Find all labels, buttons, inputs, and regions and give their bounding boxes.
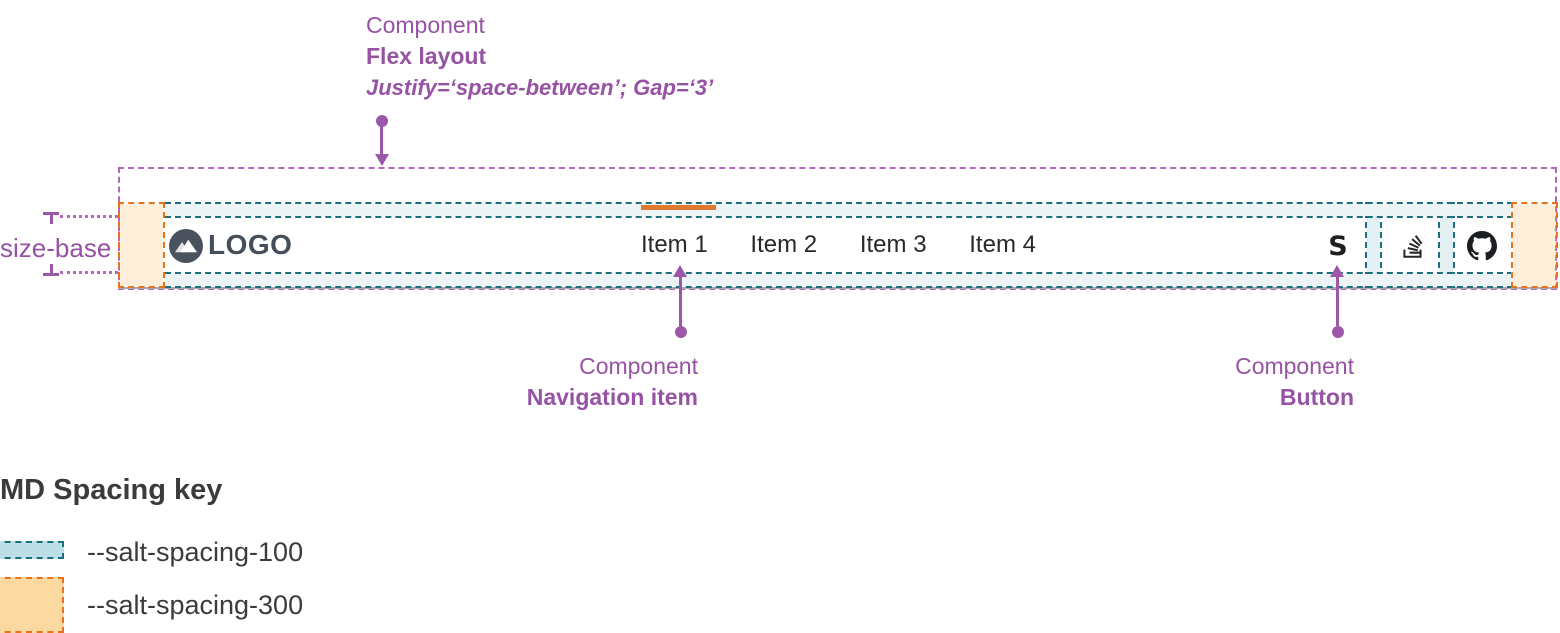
arrow-down-icon [375,154,389,166]
nav-item-2[interactable]: Item 2 [750,231,818,258]
stackoverflow-icon [1402,234,1422,258]
annotation-title: Navigation item [526,384,698,410]
stackoverflow-button[interactable] [1390,223,1436,269]
connector-line [679,276,682,326]
annotation-eyebrow: Component [579,353,698,379]
github-button[interactable] [1459,223,1505,269]
logo-text: LOGO [208,229,293,260]
connector-dot [1332,326,1344,338]
annotation-title: Flex layout [366,43,487,69]
spacing-100-bottom-strip [165,272,1513,288]
annotation-title: Button [1279,384,1354,410]
measure-tick-bottom [43,273,59,276]
flex-layout-annotation: Component Flex layout Justify=‘space-bet… [366,10,713,103]
nav-item-3[interactable]: Item 3 [859,231,927,258]
active-item-indicator [641,205,716,210]
annotation-eyebrow: Component [1235,353,1354,379]
button-annotation: Component Button [1076,351,1354,413]
arrow-up-icon [1330,265,1344,277]
measure-tick-bottom-stem [50,264,53,273]
github-icon [1467,231,1497,261]
connector-dot [675,326,687,338]
spacing-300-right-block [1511,202,1558,288]
measure-tick-top-stem [50,215,53,224]
legend-label-spacing-100: --salt-spacing-100 [87,537,304,567]
mountain-icon [169,229,203,263]
annotation-detail: Justify=‘space-between’; Gap=‘3’ [366,75,714,100]
measure-tick-top [43,212,59,215]
legend-label-spacing-300: --salt-spacing-300 [87,590,304,620]
s-letter-icon: S [1328,230,1348,262]
spacing-300-swatch [0,577,64,633]
spacing-100-vertical-gap [1365,202,1382,288]
connector-line [380,125,383,157]
spacing-100-swatch [0,541,64,559]
measure-dotted-top [60,215,118,218]
size-base-label: size-base [0,233,112,263]
navigation-item-annotation: Component Navigation item [420,351,698,413]
connector-line [1336,276,1339,326]
spacing-300-left-block [118,202,165,288]
spacing-100-top-strip [165,202,1513,218]
nav-item-1[interactable]: Item 1 [641,231,708,258]
measure-dotted-bottom [60,271,118,274]
connector-dot [376,115,388,127]
arrow-up-icon [673,265,687,277]
spacing-100-vertical-gap [1438,202,1455,288]
navbar-bottom-border [118,287,1558,289]
navigation-items: Item 1 Item 2 Item 3 Item 4 [641,218,1036,272]
nav-item-4[interactable]: Item 4 [969,231,1036,258]
s-logo-button[interactable]: S [1315,223,1361,269]
annotation-eyebrow: Component [366,12,485,38]
logo[interactable] [169,229,203,263]
legend-title: MD Spacing key [0,474,223,506]
